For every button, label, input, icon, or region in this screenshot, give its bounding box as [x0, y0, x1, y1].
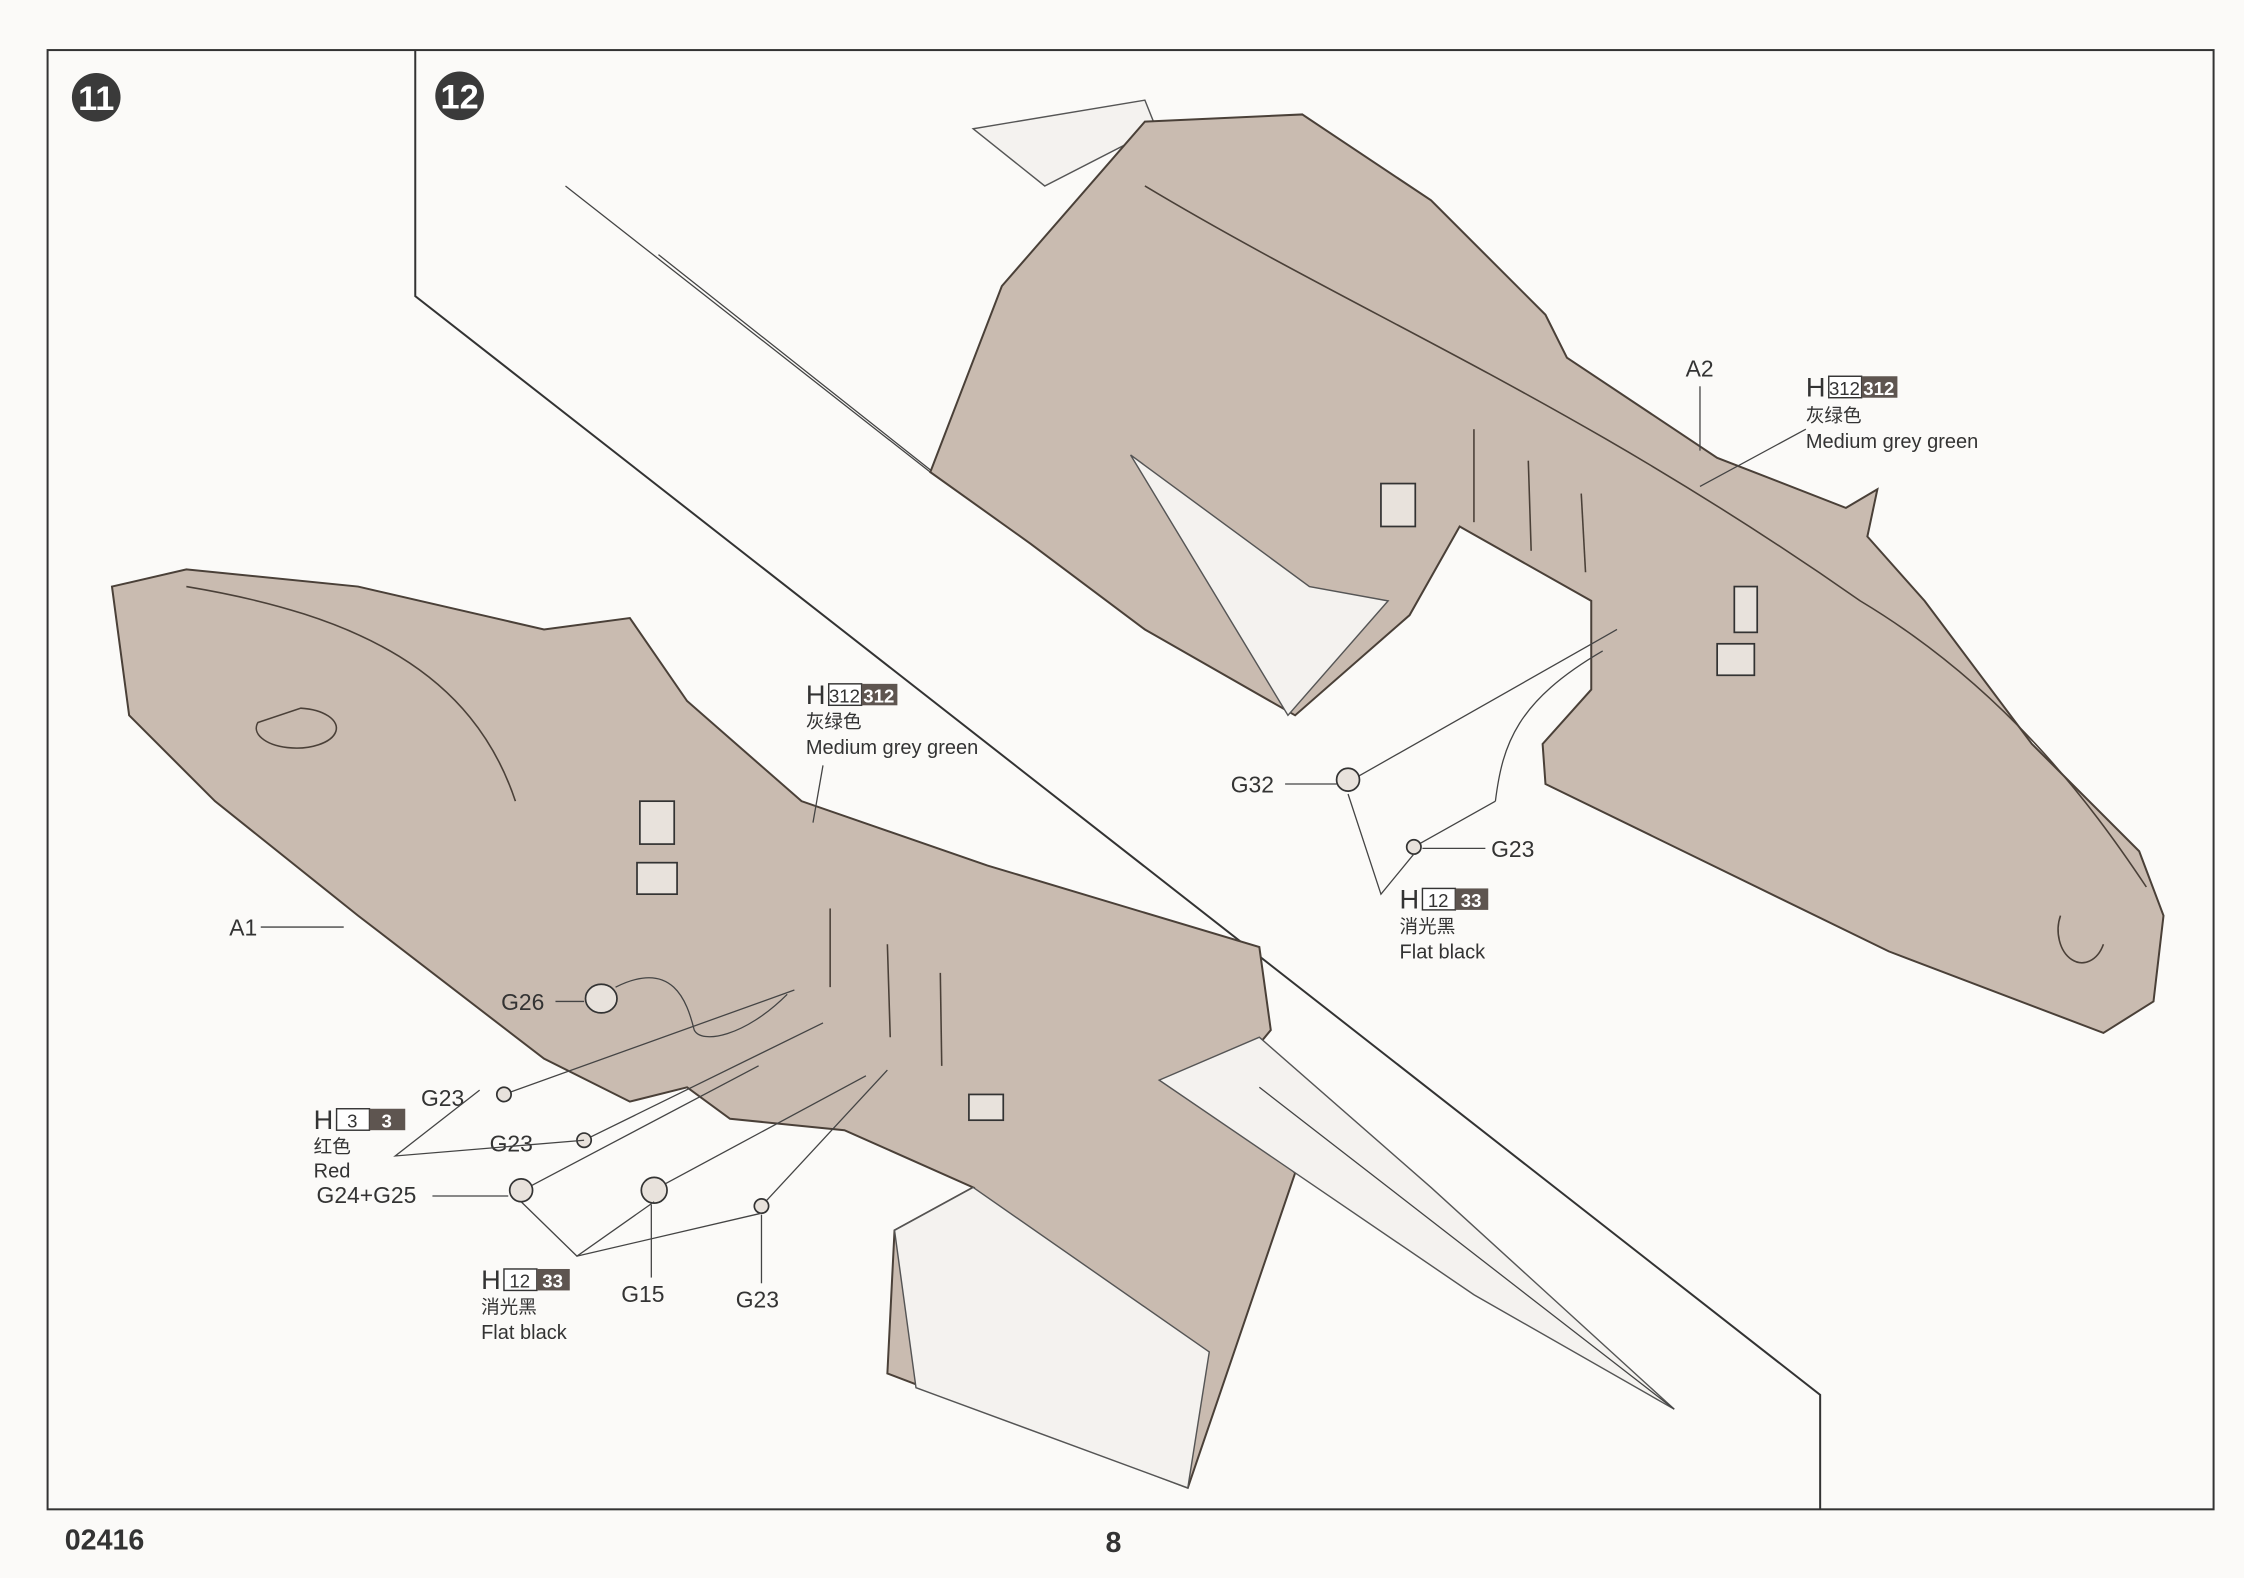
- svg-text:灰绿色: 灰绿色: [1806, 405, 1862, 426]
- label-g23-a: G23: [421, 1085, 464, 1111]
- part-g15: [640, 1176, 668, 1205]
- svg-text:Medium grey green: Medium grey green: [806, 737, 978, 759]
- svg-text:11: 11: [78, 80, 114, 118]
- svg-text:H: H: [1806, 371, 1826, 402]
- step-divider: [414, 50, 1822, 1510]
- paint-callout-medium-grey-green-step11: H 312 312 灰绿色 Medium grey green: [806, 679, 978, 759]
- label-g23-b: G23: [490, 1131, 533, 1157]
- part-g24-g25: [508, 1177, 534, 1203]
- svg-text:红色: 红色: [314, 1136, 351, 1157]
- svg-text:灰绿色: 灰绿色: [806, 711, 862, 732]
- svg-text:Medium grey green: Medium grey green: [1806, 431, 1978, 453]
- svg-text:H: H: [1400, 883, 1420, 914]
- label-g32: G32: [1231, 772, 1274, 798]
- label-g26: G26: [501, 989, 544, 1015]
- part-label-a2: A2: [1686, 355, 1714, 381]
- page-frame: [46, 49, 2215, 1511]
- svg-text:12: 12: [509, 1271, 530, 1292]
- svg-text:Flat black: Flat black: [1400, 942, 1487, 964]
- svg-text:消光黑: 消光黑: [1400, 916, 1456, 937]
- svg-text:H: H: [481, 1264, 501, 1295]
- paint-callout-red: H 3 3 红色 Red: [314, 1104, 406, 1182]
- svg-text:12: 12: [441, 79, 479, 117]
- svg-text:Flat black: Flat black: [481, 1322, 568, 1344]
- step-12-badge: 12: [435, 71, 484, 121]
- part-g23-a: [495, 1086, 512, 1103]
- label-g15: G15: [621, 1281, 664, 1307]
- label-g23-step12: G23: [1491, 836, 1534, 862]
- svg-text:Red: Red: [314, 1160, 351, 1182]
- svg-text:H: H: [314, 1104, 334, 1135]
- svg-text:3: 3: [347, 1110, 357, 1131]
- paint-callout-flat-black-step11: H 12 33 消光黑 Flat black: [481, 1264, 570, 1344]
- fuselage-half-a1: [110, 568, 1297, 1490]
- svg-text:312: 312: [829, 685, 860, 706]
- svg-text:12: 12: [1428, 890, 1449, 911]
- fuselage-half-a2: [929, 113, 2165, 1035]
- svg-text:33: 33: [1461, 890, 1482, 911]
- part-g26: [584, 983, 618, 1014]
- label-g24-g25: G24+G25: [317, 1182, 417, 1208]
- paint-callout-flat-black-step12: H 12 33 消光黑 Flat black: [1400, 883, 1489, 964]
- part-g23-c: [753, 1198, 770, 1215]
- svg-text:33: 33: [542, 1271, 563, 1292]
- svg-text:3: 3: [381, 1110, 391, 1131]
- part-g23-step12: [1405, 838, 1422, 855]
- svg-text:H: H: [806, 679, 826, 710]
- svg-text:312: 312: [863, 685, 894, 706]
- step-11-badge: 11: [71, 72, 121, 122]
- page-number: 8: [1105, 1527, 1121, 1559]
- paint-callout-medium-grey-green-step12: H 312 312 灰绿色 Medium grey green: [1806, 371, 1978, 453]
- part-g32: [1335, 767, 1361, 793]
- part-label-a1: A1: [229, 915, 257, 941]
- svg-text:消光黑: 消光黑: [481, 1296, 537, 1317]
- svg-text:312: 312: [1829, 378, 1860, 399]
- label-g23-c: G23: [736, 1287, 779, 1313]
- wing-root-lower: [1157, 1036, 1675, 1410]
- wing-root-upper: [565, 99, 1158, 473]
- kit-code: 02416: [65, 1524, 145, 1556]
- svg-text:312: 312: [1863, 378, 1894, 399]
